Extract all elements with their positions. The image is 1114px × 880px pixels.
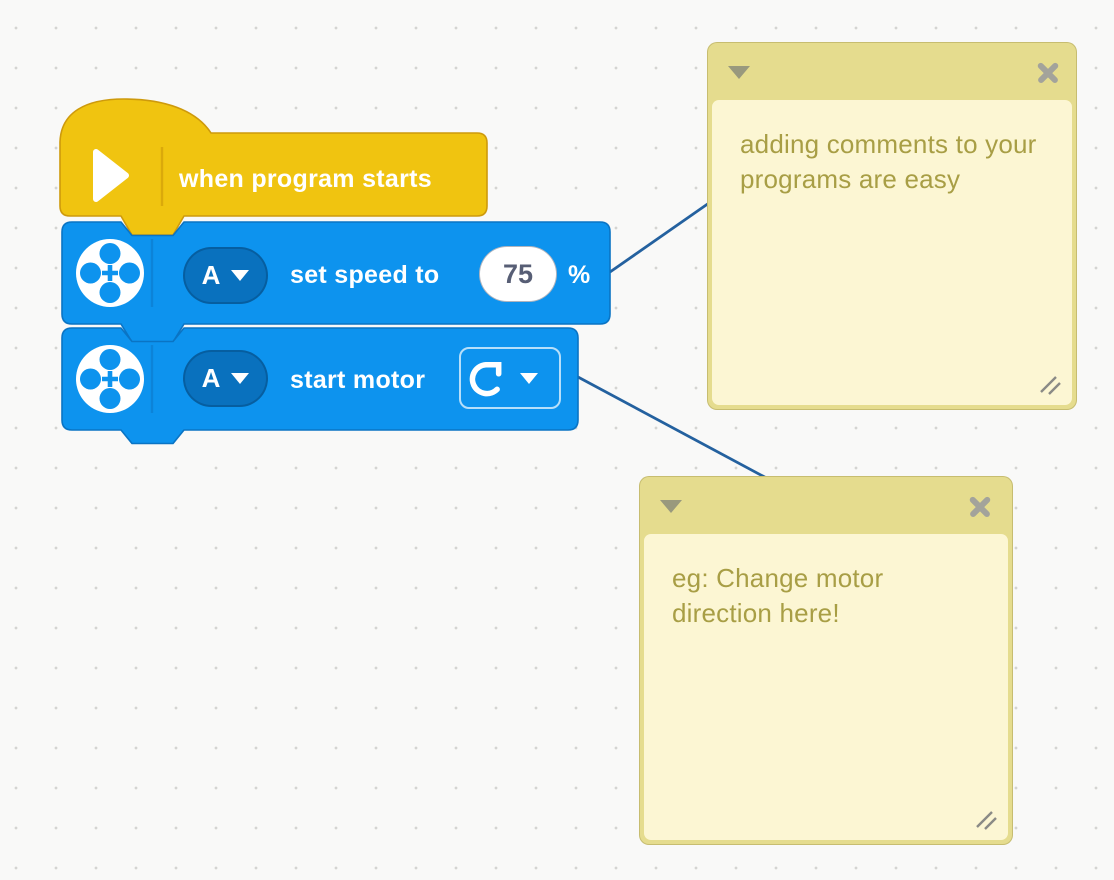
comment-body[interactable]: eg: Change motor direction here!	[644, 534, 1008, 840]
direction-dropdown[interactable]	[459, 347, 561, 409]
comment-connector-line-2	[577, 375, 773, 483]
comment-header[interactable]	[640, 477, 1012, 534]
hat-block-shape[interactable]	[59, 98, 488, 236]
comment-header[interactable]	[708, 43, 1076, 100]
play-icon	[93, 149, 129, 202]
port-dropdown-value: A	[201, 260, 221, 290]
start-motor-label: start motor	[290, 366, 426, 394]
comment-note[interactable]: eg: Change motor direction here!	[639, 476, 1013, 845]
chevron-down-icon	[231, 270, 250, 281]
comment-text[interactable]: eg: Change motor direction here!	[672, 563, 884, 628]
port-dropdown[interactable]: A	[183, 247, 268, 304]
port-dropdown[interactable]: A	[183, 350, 268, 407]
speed-value-input[interactable]: 75	[479, 246, 557, 302]
clockwise-direction-icon	[469, 361, 502, 397]
resize-handle-icon[interactable]	[974, 810, 1000, 832]
collapse-icon[interactable]	[660, 500, 682, 513]
chevron-down-icon	[520, 372, 538, 384]
motor-icon	[76, 345, 144, 413]
chevron-down-icon	[231, 373, 250, 384]
port-dropdown-value: A	[201, 363, 221, 393]
comment-text[interactable]: adding comments to your programs are eas…	[740, 129, 1037, 194]
collapse-icon[interactable]	[728, 66, 750, 79]
close-icon[interactable]	[968, 494, 992, 518]
set-speed-label: set speed to	[290, 261, 440, 289]
comment-connector-line-1	[609, 201, 710, 274]
comment-body[interactable]: adding comments to your programs are eas…	[712, 100, 1072, 405]
comment-note[interactable]: adding comments to your programs are eas…	[707, 42, 1077, 410]
speed-value: 75	[502, 258, 534, 289]
hat-block-label: when program starts	[179, 165, 432, 193]
resize-handle-icon[interactable]	[1038, 375, 1064, 397]
close-icon[interactable]	[1036, 60, 1060, 84]
percent-label: %	[568, 261, 591, 289]
motor-icon	[76, 239, 144, 307]
